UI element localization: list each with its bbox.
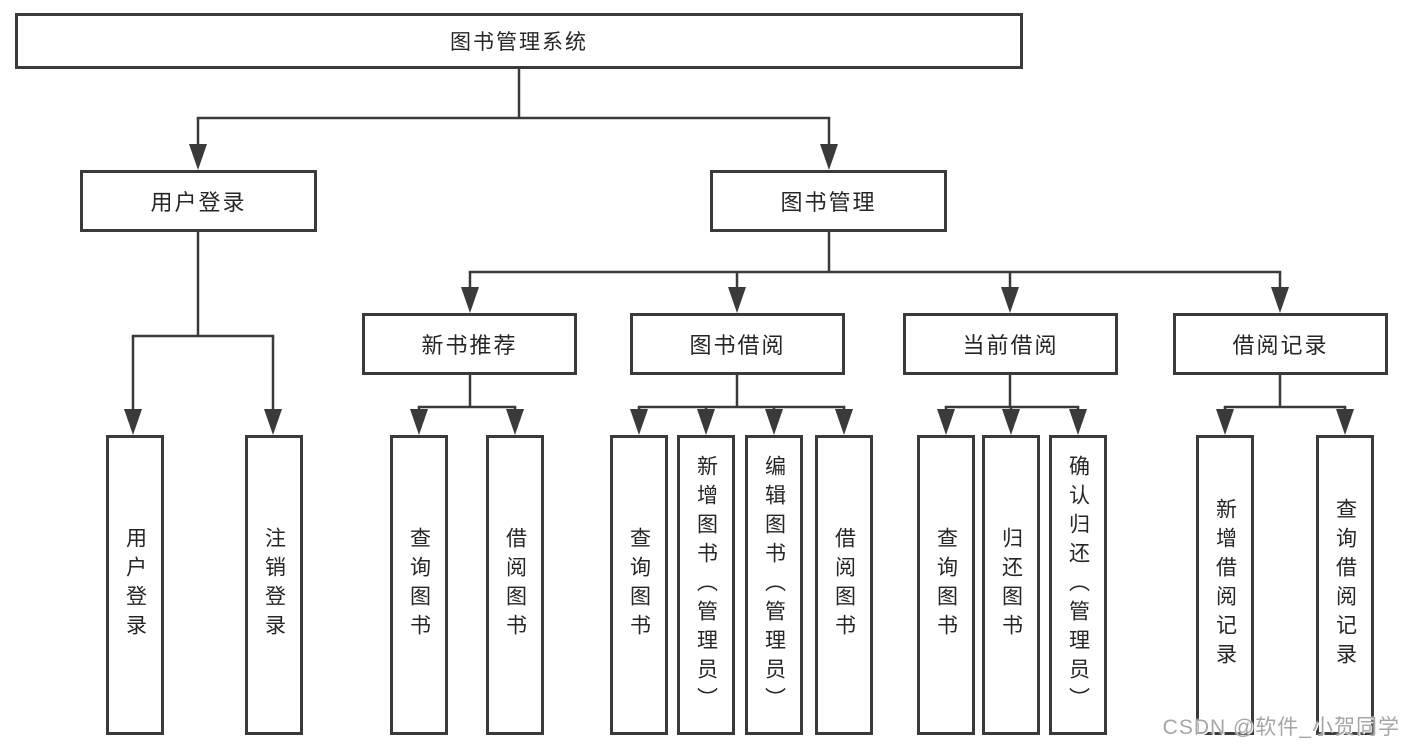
csdn-watermark: CSDN @软件_小贺同学 [1162,716,1400,739]
node-label: 新书推荐 [421,333,518,358]
leaf-label: 查询图书 [934,527,958,643]
leaf-query-book-borrow: 查询图书 [610,435,668,735]
node-library-management-system: 图书管理系统 [15,13,1023,69]
leaf-label: 用户登录 [123,527,147,643]
node-current-borrow: 当前借阅 [903,313,1118,375]
leaf-edit-book-admin: 编辑图书（管理员） [745,435,803,735]
leaf-label: 新增图书（管理员） [694,454,718,716]
leaf-borrow-book: 借阅图书 [815,435,873,735]
leaf-label: 查询图书 [407,527,431,643]
leaf-label: 注销登录 [262,527,286,643]
leaf-query-borrow-record: 查询借阅记录 [1316,435,1374,735]
leaf-label: 编辑图书（管理员） [762,454,786,716]
leaf-label: 归还图书 [999,527,1023,643]
node-new-book-recommend: 新书推荐 [362,313,577,375]
leaf-label: 查询图书 [627,527,651,643]
node-label: 借阅记录 [1232,333,1329,358]
leaf-label: 确认归还（管理员） [1066,454,1090,716]
node-book-borrow: 图书借阅 [630,313,845,375]
arrowheads [124,144,1354,435]
leaf-borrow-book-recommend: 借阅图书 [486,435,544,735]
leaf-query-book-current: 查询图书 [917,435,975,735]
leaf-query-book-recommend: 查询图书 [390,435,448,735]
node-label: 图书管理系统 [450,31,588,54]
node-borrow-records: 借阅记录 [1173,313,1388,375]
node-label: 当前借阅 [962,333,1059,358]
node-user-login: 用户登录 [80,170,317,232]
node-label: 图书管理 [780,190,877,215]
leaf-user-login: 用户登录 [106,435,164,735]
node-label: 用户登录 [150,190,247,215]
node-book-management: 图书管理 [710,170,947,232]
leaf-logout: 注销登录 [245,435,303,735]
leaf-add-book-admin: 新增图书（管理员） [677,435,735,735]
leaf-add-borrow-record: 新增借阅记录 [1196,435,1254,735]
leaf-return-book: 归还图书 [982,435,1040,735]
leaf-label: 借阅图书 [503,527,527,643]
leaf-label: 借阅图书 [832,527,856,643]
leaf-label: 新增借阅记录 [1213,498,1237,672]
leaf-confirm-return-admin: 确认归还（管理员） [1049,435,1107,735]
leaf-label: 查询借阅记录 [1333,498,1357,672]
node-label: 图书借阅 [689,333,786,358]
